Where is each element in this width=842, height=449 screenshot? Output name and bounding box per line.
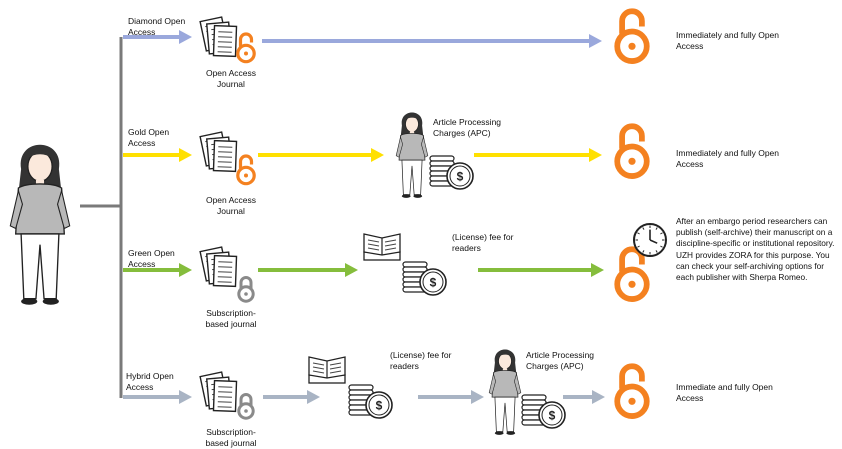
- gold-document-stack-icon: [200, 132, 236, 171]
- gold-apc-label: Article Processing Charges (APC): [433, 117, 518, 139]
- gold-outcome-open-lock-icon: [617, 126, 647, 176]
- diamond-journal-label: Open Access Journal: [196, 68, 266, 90]
- green-license-fee-label: (License) fee for readers: [452, 232, 532, 254]
- gold-apc-person-icon: [396, 113, 428, 198]
- diamond-outcome-open-lock-icon: [617, 11, 647, 61]
- gold-journal-open-lock-icon: [238, 156, 254, 184]
- hybrid-apc-label: Article Processing Charges (APC): [526, 350, 611, 372]
- svg-text:$: $: [430, 276, 437, 290]
- green-outcome-arrow: [478, 263, 604, 277]
- diamond-outcome-arrow: [262, 34, 602, 48]
- gold-entry-arrow: [123, 148, 192, 162]
- svg-text:$: $: [549, 409, 556, 423]
- green-route-label: Green Open Access: [128, 248, 194, 270]
- hybrid-journal-closed-lock-icon: [239, 395, 253, 419]
- diamond-document-stack-icon: [200, 17, 236, 56]
- gold-journal-label: Open Access Journal: [196, 195, 266, 217]
- green-reader-book-icon: [364, 234, 400, 260]
- hybrid-coin-stack-icon: $: [349, 385, 392, 418]
- green-coin-stack-icon: $: [403, 262, 446, 295]
- green-outcome: After an embargo period researchers can …: [676, 216, 840, 283]
- diamond-outcome: Immediately and fully Open Access: [676, 30, 786, 52]
- hybrid-license-fee-label: (License) fee for readers: [390, 350, 470, 372]
- hybrid-outcome-open-lock-icon: [617, 366, 647, 416]
- route-tree-connector: [80, 37, 121, 398]
- hybrid-document-stack-icon: [200, 372, 236, 411]
- hybrid-route-label: Hybrid Open Access: [126, 371, 190, 393]
- gold-route-label: Gold Open Access: [128, 127, 194, 149]
- green-journal-closed-lock-icon: [239, 278, 253, 302]
- gold-outcome-arrow: [474, 148, 602, 162]
- embargo-clock-icon: [634, 224, 666, 256]
- green-fee-arrow: [258, 263, 358, 277]
- gold-apc-arrow: [258, 148, 384, 162]
- svg-text:$: $: [376, 399, 383, 413]
- hybrid-apc-person-icon: [489, 350, 521, 435]
- hybrid-outcome-arrow: [563, 390, 605, 404]
- green-journal-label: Subscription-based journal: [196, 308, 266, 330]
- green-document-stack-icon: [200, 247, 236, 286]
- svg-text:$: $: [457, 170, 464, 184]
- diamond-journal-open-lock-icon: [238, 34, 254, 62]
- hybrid-apc-coin-stack-icon: $: [522, 395, 565, 428]
- green-outcome-open-lock-icon: [617, 249, 647, 299]
- hybrid-outcome: Immediate and fully Open Access: [676, 382, 786, 404]
- hybrid-reader-book-icon: [309, 357, 345, 383]
- hybrid-apc-arrow: [418, 390, 484, 404]
- gold-coin-stack-icon: $: [430, 156, 473, 189]
- diamond-route-label: Diamond Open Access: [128, 16, 198, 38]
- hybrid-fee-arrow: [263, 390, 320, 404]
- researcher-person-icon: [10, 145, 69, 305]
- hybrid-journal-label: Subscription-based journal: [196, 427, 266, 449]
- gold-outcome: Immediately and fully Open Access: [676, 148, 786, 170]
